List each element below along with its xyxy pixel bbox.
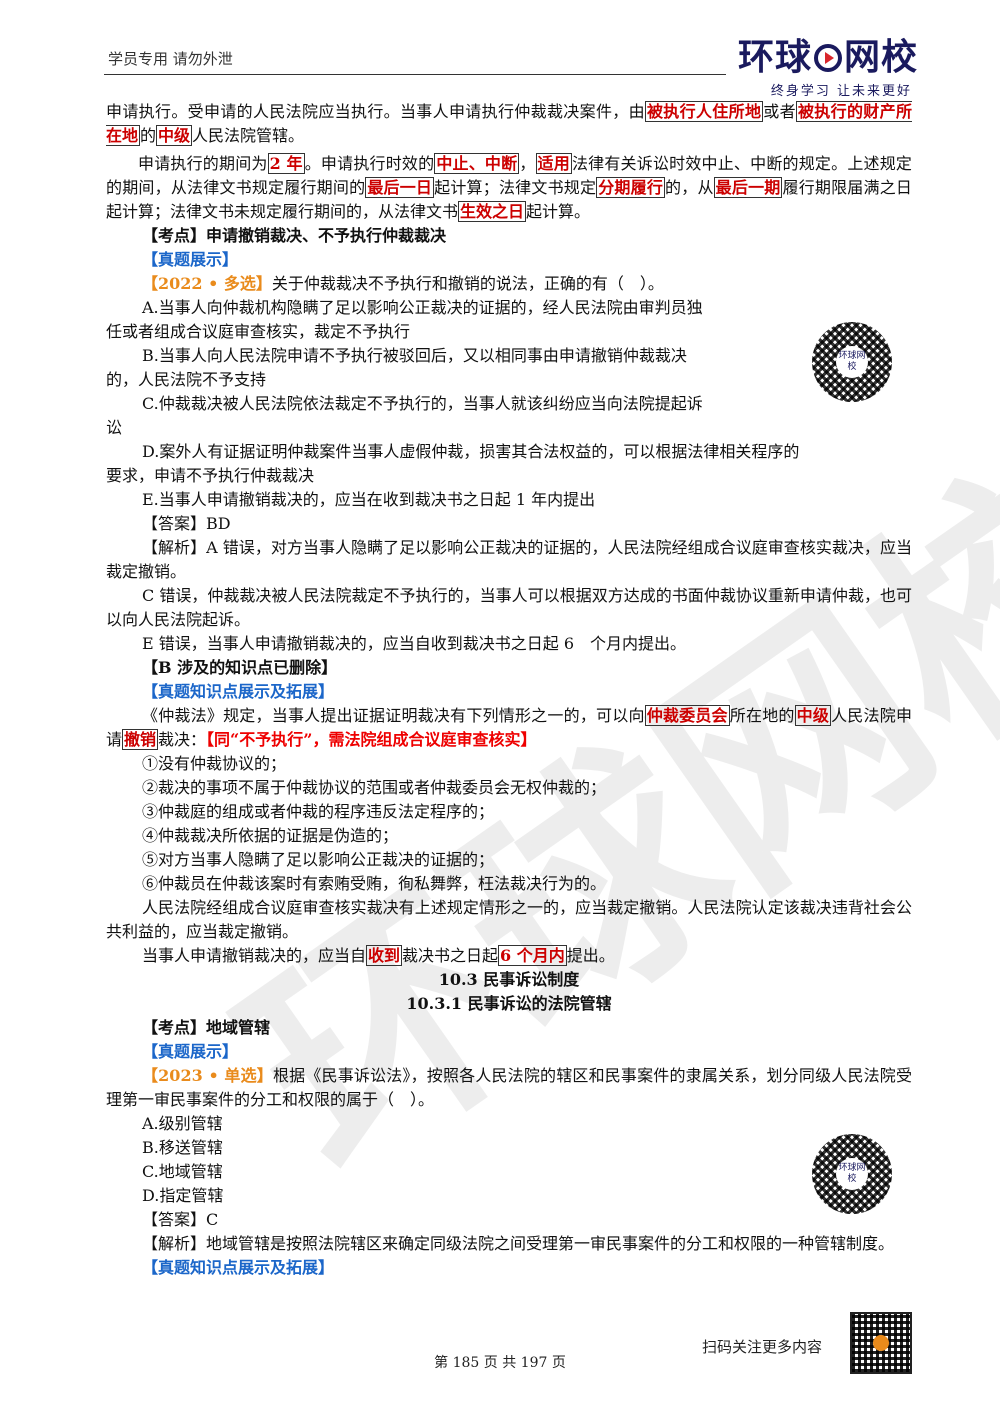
logo-text-right: 网校 xyxy=(844,37,919,78)
qr-center-label: 环球网校 xyxy=(836,1158,868,1190)
analysis-c: C 错误，仲裁裁决被人民法院裁定不予执行的，当事人可以根据双方达成的书面仲裁协议… xyxy=(106,586,912,629)
key-term: 最后一期 xyxy=(713,177,783,198)
option-c: C.仲裁裁决被人民法院依法裁定不予执行的，当事人就该纠纷应当向法院提起诉 xyxy=(142,394,703,413)
qr-center-label: 环球网校 xyxy=(836,346,868,378)
option-c: C.地域管辖 xyxy=(142,1162,223,1181)
list-item: ③仲裁庭的组成或者仲裁的程序违反法定程序的； xyxy=(142,802,495,821)
subsection-heading: 10.3.1 民事诉讼的法院管辖 xyxy=(406,994,612,1013)
logo-slogan: 终身学习 让未来更好 xyxy=(770,84,912,99)
analysis-e: E 错误，当事人申请撤销裁决的，应当自收到裁决书之日起 6 个月内提出。 xyxy=(142,634,687,653)
list-item: ①没有仲裁协议的； xyxy=(142,754,287,773)
key-term: 中级 xyxy=(794,705,832,726)
note-red: 【同“不予执行”，需法院组成合议庭审查核实】 xyxy=(206,730,537,749)
qr-code-2: 环球网校 xyxy=(812,1134,892,1214)
zhenti-ext-heading: 【真题知识点展示及拓展】 xyxy=(142,682,335,701)
paragraph: 人民法院经组成合议庭审查核实裁决有上述规定情形之一的，应当裁定撤销。人民法院认定… xyxy=(106,898,912,941)
options-block: A.当事人向仲裁机构隐瞒了足以影响公正裁决的证据的，经人民法院由审判员独 任或者… xyxy=(106,296,912,440)
list-item: ④仲裁裁决所依据的证据是伪造的； xyxy=(142,826,399,845)
key-term: 中级 xyxy=(156,125,193,146)
option-a: A.级别管辖 xyxy=(142,1114,223,1133)
zhenti-heading: 【真题展示】 xyxy=(142,1042,239,1061)
deleted-note: 【B 涉及的知识点已删除】 xyxy=(142,658,338,677)
option-d: D.指定管辖 xyxy=(142,1186,224,1205)
key-term: 撤销 xyxy=(122,729,159,750)
key-term: 被执行人住所地 xyxy=(644,101,764,122)
key-term: 被执行的财产所在地 xyxy=(106,101,912,146)
qr-code-1: 环球网校 xyxy=(812,322,892,402)
list-item: ②裁决的事项不属于仲裁协议的范围或者仲裁委员会无权仲裁的； xyxy=(142,778,607,797)
question-stem: 【2023 • 单选】根据《民事诉讼法》，按照各人民法院的辖区和民事案件的隶属关… xyxy=(106,1066,912,1109)
list-item: ⑥仲裁员在仲裁该案时有索贿受贿，徇私舞弊，枉法裁决行为的。 xyxy=(142,874,607,893)
key-term: 2 年 xyxy=(267,153,305,174)
kaodian-heading: 【考点】地域管辖 xyxy=(142,1018,271,1037)
brand-logo: 环球网校 终身学习 让未来更好 xyxy=(738,38,918,100)
answer: 【答案】BD xyxy=(142,514,231,533)
kaodian-heading: 【考点】申请撤销裁决、不予执行仲裁裁决 xyxy=(142,226,447,245)
logo-text-left: 环球 xyxy=(738,37,813,78)
option-d: D.案外人有证据证明仲裁案件当事人虚假仲裁，损害其合法权益的，可以根据法律相关程… xyxy=(142,442,800,461)
answer: 【答案】C xyxy=(142,1210,219,1229)
page-number: 第 185 页 共 197 页 xyxy=(434,1355,566,1371)
key-term: 中止、中断 xyxy=(434,153,520,174)
option-a-cont: 任或者组成合议庭审查核实，裁定不予执行 xyxy=(106,322,411,341)
option-b: B.当事人向人民法院申请不予执行被驳回后，又以相同事由申请撤销仲裁裁决 xyxy=(142,346,687,365)
question-stem: 【2022 • 多选】关于仲裁裁决不予执行和撤销的说法，正确的有（ ）。 xyxy=(142,274,664,293)
key-term: 收到 xyxy=(366,945,403,966)
paragraph: 申请执行。受申请的人民法院应当执行。当事人申请执行仲裁裁决案件，由被执行人住所地… xyxy=(106,101,912,146)
qr-logo-icon xyxy=(873,1335,889,1351)
header-divider xyxy=(104,74,726,75)
section-heading: 10.3 民事诉讼制度 xyxy=(438,970,580,989)
header-note: 学员专用 请勿外泄 xyxy=(108,50,233,68)
option-d-cont: 要求，申请不予执行仲裁裁决 xyxy=(106,466,315,485)
option-c-cont: 讼 xyxy=(106,418,123,437)
option-e: E.当事人申请撤销裁决的，应当在收到裁决书之日起 1 年内提出 xyxy=(142,490,596,509)
paragraph: 《仲裁法》规定，当事人提出证据证明裁决有下列情形之一的，可以向仲裁委员会所在地的… xyxy=(106,705,912,750)
question-tag: 【2023 • 单选】 xyxy=(142,1066,273,1085)
analysis: 【解析】地域管辖是按照法院辖区来确定同级法院之间受理第一审民事案件的分工和权限的… xyxy=(142,1234,895,1253)
question-tag: 【2022 • 多选】 xyxy=(142,274,272,293)
option-a: A.当事人向仲裁机构隐瞒了足以影响公正裁决的证据的，经人民法院由审判员独 xyxy=(142,298,703,317)
footer-qr-code[interactable] xyxy=(850,1312,912,1374)
key-term: 仲裁委员会 xyxy=(644,705,730,726)
key-term: 生效之日 xyxy=(458,201,527,222)
scan-prompt: 扫码关注更多内容 xyxy=(702,1338,823,1356)
zhenti-ext-heading: 【真题知识点展示及拓展】 xyxy=(142,1258,335,1277)
key-term: 6 个月内 xyxy=(498,945,567,966)
logo-play-icon xyxy=(814,44,842,72)
key-term: 分期履行 xyxy=(596,177,666,198)
zhenti-heading: 【真题展示】 xyxy=(142,250,239,269)
document-body: 申请执行。受申请的人民法院应当执行。当事人申请执行仲裁裁决案件，由被执行人住所地… xyxy=(106,100,912,1280)
option-b: B.移送管辖 xyxy=(142,1138,223,1157)
list-item: ⑤对方当事人隐瞒了足以影响公正裁决的证据的； xyxy=(142,850,495,869)
option-b-cont: 的，人民法院不予支持 xyxy=(106,370,267,389)
key-term: 适用 xyxy=(535,153,572,174)
key-term: 最后一日 xyxy=(365,177,435,198)
analysis: 【解析】A 错误，对方当事人隐瞒了足以影响公正裁决的证据的，人民法院经组成合议庭… xyxy=(106,538,912,581)
